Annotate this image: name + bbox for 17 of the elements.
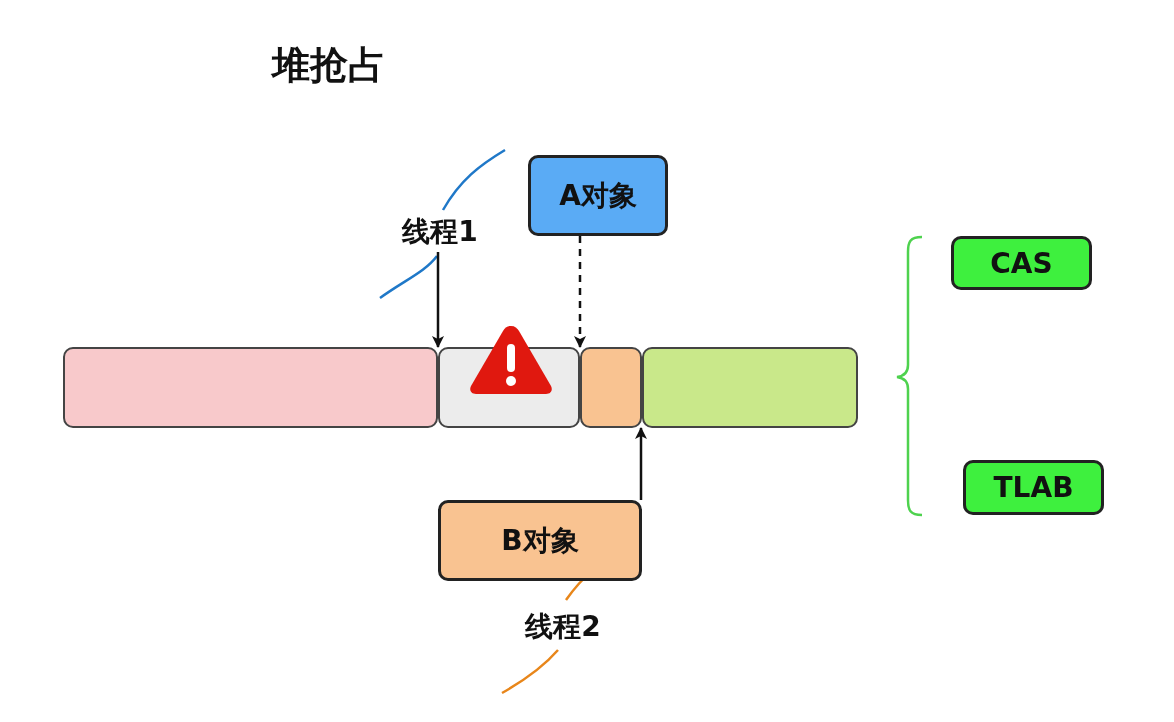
box-label: A对象 — [559, 177, 637, 214]
memory-segment — [63, 347, 438, 428]
object-box — [438, 500, 642, 581]
diagram-title: 堆抢占 — [272, 41, 386, 89]
box-label: B对象 — [501, 522, 579, 559]
arrow — [432, 252, 444, 348]
arrow — [635, 427, 647, 500]
thread-name: 线程2 — [525, 609, 601, 645]
object-box — [528, 155, 668, 236]
arrow — [574, 236, 586, 348]
memory-segment — [580, 347, 642, 428]
method-box — [951, 236, 1092, 290]
thread-name: 线程1 — [402, 214, 478, 250]
box-label: CAS — [990, 246, 1053, 280]
memory-segment — [642, 347, 858, 428]
box-label: TLAB — [993, 471, 1074, 504]
method-box — [963, 460, 1104, 515]
